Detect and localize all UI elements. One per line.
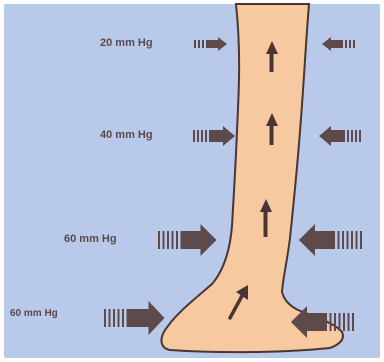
pressure-label-level-2: 40 mm Hg — [100, 130, 153, 141]
pressure-label-level-3: 60 mm Hg — [64, 234, 117, 245]
pressure-label-level-4: 60 mm Hg — [10, 309, 58, 319]
pressure-label-level-1: 20 mm Hg — [100, 38, 153, 49]
